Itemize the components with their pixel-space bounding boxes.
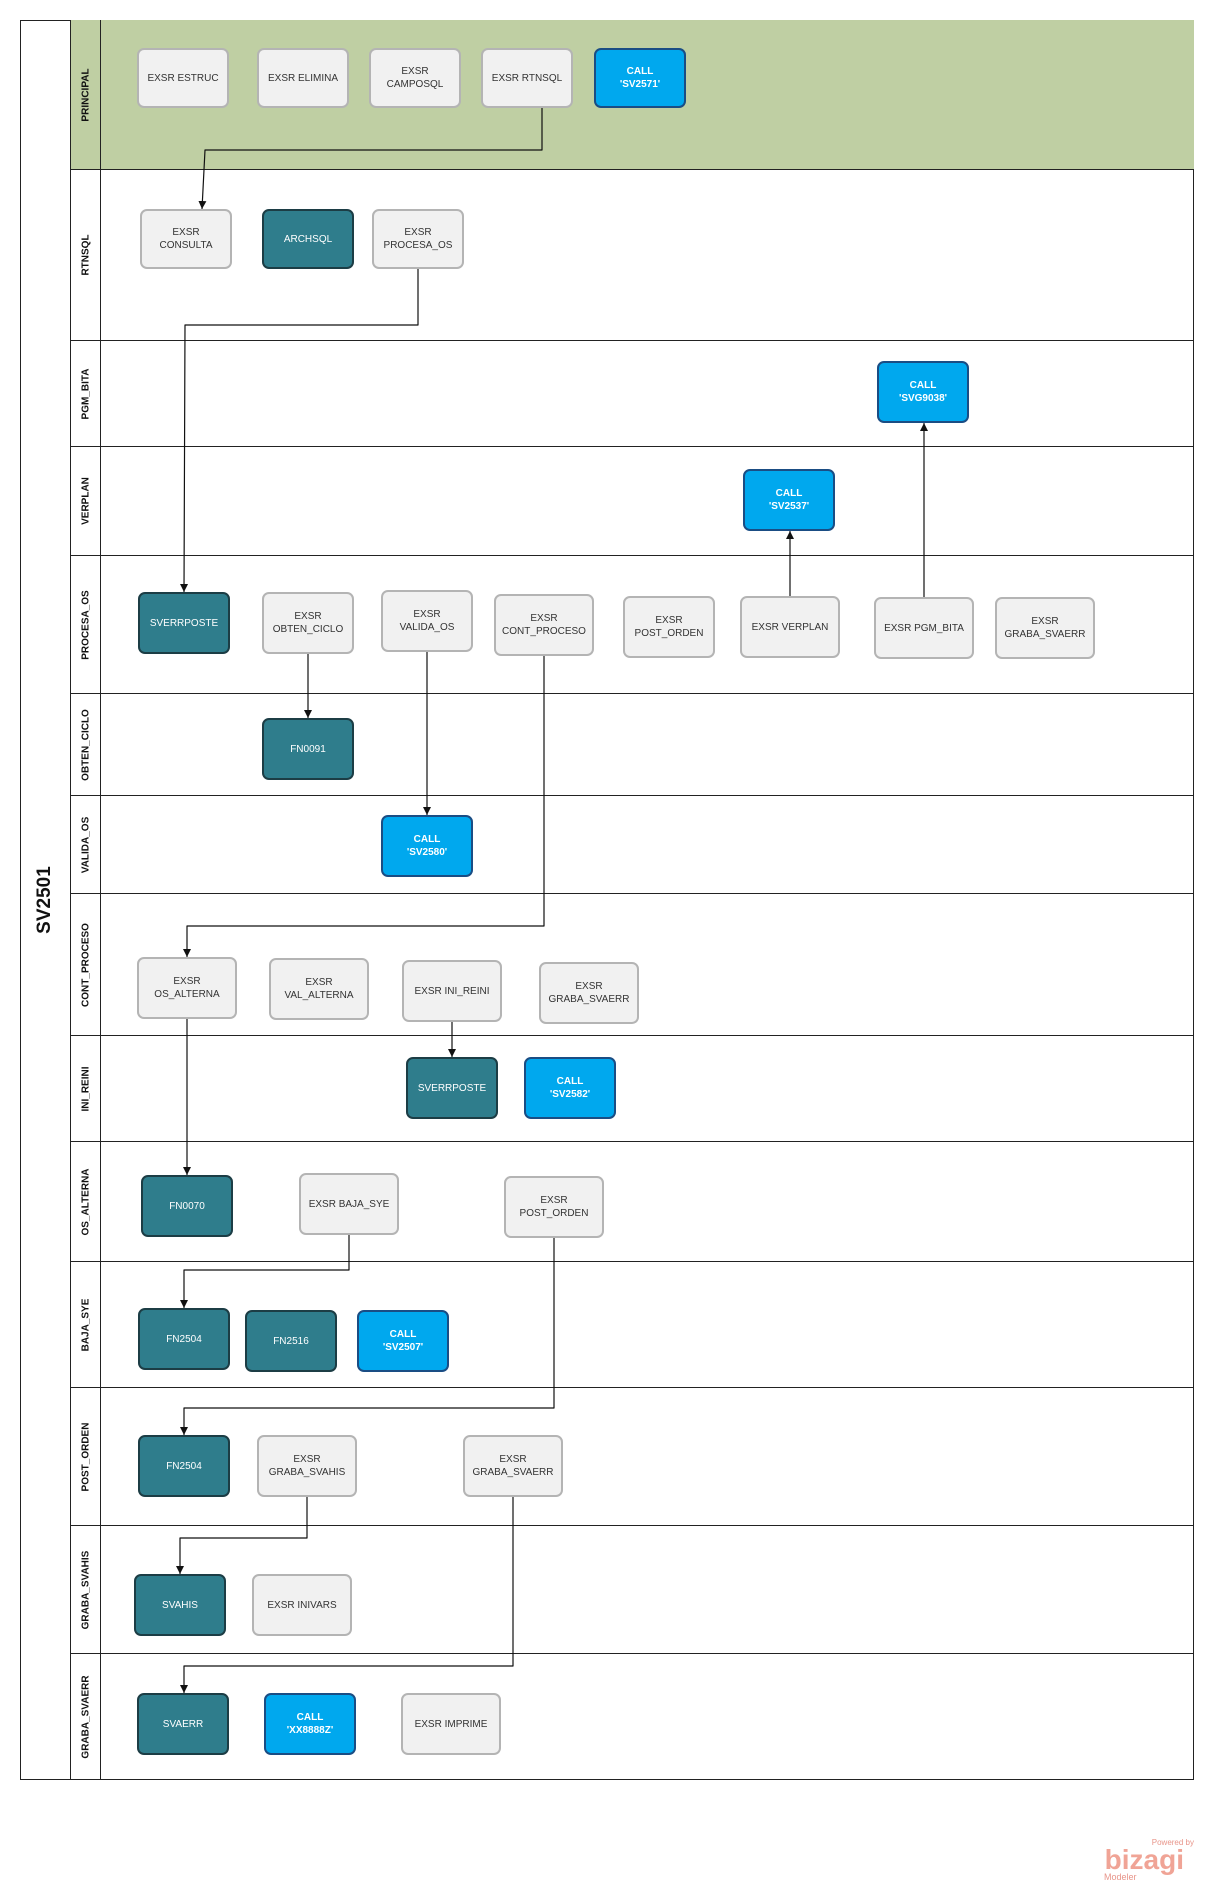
task-exsr-graba-svaerr-3[interactable]: EXSR GRABA_SVAERR xyxy=(463,1435,563,1497)
task-call-sv2582[interactable]: CALL 'SV2582' xyxy=(524,1057,616,1119)
lane-header: OS_ALTERNA xyxy=(71,1142,101,1261)
lane-post-orden: POST_ORDEN xyxy=(71,1388,1194,1526)
task-exsr-elimina[interactable]: EXSR ELIMINA xyxy=(257,48,349,108)
lane-verplan: VERPLAN xyxy=(71,447,1194,556)
lane-header: GRABA_SVAHIS xyxy=(71,1526,101,1653)
lane-valida-os: VALIDA_OS xyxy=(71,796,1194,894)
task-fn2504-1[interactable]: FN2504 xyxy=(138,1308,230,1370)
task-exsr-graba-svaerr-2[interactable]: EXSR GRABA_SVAERR xyxy=(539,962,639,1024)
lane-os-alterna: OS_ALTERNA xyxy=(71,1142,1194,1262)
task-exsr-os-alterna[interactable]: EXSR OS_ALTERNA xyxy=(137,957,237,1019)
task-fn0091[interactable]: FN0091 xyxy=(262,718,354,780)
lane-header: PRINCIPAL xyxy=(71,20,101,169)
task-call-sv2571[interactable]: CALL 'SV2571' xyxy=(594,48,686,108)
lane-header: PGM_BITA xyxy=(71,341,101,446)
task-svaerr[interactable]: SVAERR xyxy=(137,1693,229,1755)
task-exsr-post-orden-1[interactable]: EXSR POST_ORDEN xyxy=(623,596,715,658)
brand-product: Modeler xyxy=(1104,1872,1137,1882)
task-sverrposte-2[interactable]: SVERRPOSTE xyxy=(406,1057,498,1119)
lane-label: CONT_PROCESO xyxy=(80,922,92,1007)
lane-baja-sye: BAJA_SYE xyxy=(71,1262,1194,1388)
lane-label: VERPLAN xyxy=(80,477,92,525)
lane-label: GRABA_SVAERR xyxy=(80,1674,92,1759)
task-exsr-ini-reini[interactable]: EXSR INI_REINI xyxy=(402,960,502,1022)
lane-label: INI_REINI xyxy=(80,1065,92,1112)
lane-label: RTNSQL xyxy=(80,234,92,276)
lane-ini-reini: INI_REINI xyxy=(71,1036,1194,1142)
lane-label: VALIDA_OS xyxy=(80,816,92,873)
pool-header xyxy=(20,20,71,1780)
bizagi-logo: Powered by bizagi Modeler xyxy=(1104,1838,1194,1882)
lane-procesa-os: PROCESA_OS xyxy=(71,556,1194,694)
lane-label: OS_ALTERNA xyxy=(80,1167,92,1236)
task-exsr-pgm-bita[interactable]: EXSR PGM_BITA xyxy=(874,597,974,659)
task-archsql[interactable]: ARCHSQL xyxy=(262,209,354,269)
lane-header: INI_REINI xyxy=(71,1036,101,1141)
lane-header: RTNSQL xyxy=(71,170,101,340)
task-call-sv2507[interactable]: CALL 'SV2507' xyxy=(357,1310,449,1372)
task-svahis[interactable]: SVAHIS xyxy=(134,1574,226,1636)
lane-label: BAJA_SYE xyxy=(80,1298,92,1351)
lane-header: BAJA_SYE xyxy=(71,1262,101,1387)
lane-label: POST_ORDEN xyxy=(80,1422,92,1491)
lane-label: PRINCIPAL xyxy=(80,67,92,122)
task-exsr-valida-os[interactable]: EXSR VALIDA_OS xyxy=(381,590,473,652)
task-exsr-rtnsql[interactable]: EXSR RTNSQL xyxy=(481,48,573,108)
lane-graba-svaerr: GRABA_SVAERR xyxy=(71,1654,1194,1780)
task-exsr-estruc[interactable]: EXSR ESTRUC xyxy=(137,48,229,108)
task-fn2516[interactable]: FN2516 xyxy=(245,1310,337,1372)
task-exsr-inivars[interactable]: EXSR INIVARS xyxy=(252,1574,352,1636)
lane-label: OBTEN_CICLO xyxy=(80,708,92,781)
task-fn2504-2[interactable]: FN2504 xyxy=(138,1435,230,1497)
task-exsr-cont-proceso[interactable]: EXSR CONT_PROCESO xyxy=(494,594,594,656)
task-exsr-obten-ciclo[interactable]: EXSR OBTEN_CICLO xyxy=(262,592,354,654)
task-call-xx8888z[interactable]: CALL 'XX8888Z' xyxy=(264,1693,356,1755)
task-exsr-verplan[interactable]: EXSR VERPLAN xyxy=(740,596,840,658)
lane-graba-svahis: GRABA_SVAHIS xyxy=(71,1526,1194,1654)
task-exsr-procesa-os[interactable]: EXSR PROCESA_OS xyxy=(372,209,464,269)
task-exsr-baja-sye[interactable]: EXSR BAJA_SYE xyxy=(299,1173,399,1235)
task-exsr-consulta[interactable]: EXSR CONSULTA xyxy=(140,209,232,269)
task-exsr-val-alterna[interactable]: EXSR VAL_ALTERNA xyxy=(269,958,369,1020)
task-exsr-post-orden-2[interactable]: EXSR POST_ORDEN xyxy=(504,1176,604,1238)
lane-header: VALIDA_OS xyxy=(71,796,101,893)
task-exsr-graba-svaerr-1[interactable]: EXSR GRABA_SVAERR xyxy=(995,597,1095,659)
task-fn0070[interactable]: FN0070 xyxy=(141,1175,233,1237)
lane-label: GRABA_SVAHIS xyxy=(80,1550,92,1629)
lane-label: PROCESA_OS xyxy=(80,589,92,660)
brand-name: bizagi xyxy=(1104,1844,1184,1875)
lane-header: PROCESA_OS xyxy=(71,556,101,693)
lane-label: PGM_BITA xyxy=(80,368,92,419)
task-exsr-imprime[interactable]: EXSR IMPRIME xyxy=(401,1693,501,1755)
task-exsr-camposql[interactable]: EXSR CAMPOSQL xyxy=(369,48,461,108)
lane-header: OBTEN_CICLO xyxy=(71,694,101,795)
lane-header: CONT_PROCESO xyxy=(71,894,101,1035)
lane-header: POST_ORDEN xyxy=(71,1388,101,1525)
lane-cont-proceso: CONT_PROCESO xyxy=(71,894,1194,1036)
pool-title: SV2501 xyxy=(34,866,55,934)
task-exsr-graba-svahis[interactable]: EXSR GRABA_SVAHIS xyxy=(257,1435,357,1497)
lane-obten-ciclo: OBTEN_CICLO xyxy=(71,694,1194,796)
lane-header: VERPLAN xyxy=(71,447,101,555)
task-call-svg9038[interactable]: CALL 'SVG9038' xyxy=(877,361,969,423)
task-sverrposte-1[interactable]: SVERRPOSTE xyxy=(138,592,230,654)
lane-header: GRABA_SVAERR xyxy=(71,1654,101,1779)
brand-powered-text: Powered by xyxy=(1151,1838,1194,1847)
lane-pgm-bita: PGM_BITA xyxy=(71,341,1194,447)
task-call-sv2537[interactable]: CALL 'SV2537' xyxy=(743,469,835,531)
lane-rtnsql: RTNSQL xyxy=(71,170,1194,341)
task-call-sv2580[interactable]: CALL 'SV2580' xyxy=(381,815,473,877)
